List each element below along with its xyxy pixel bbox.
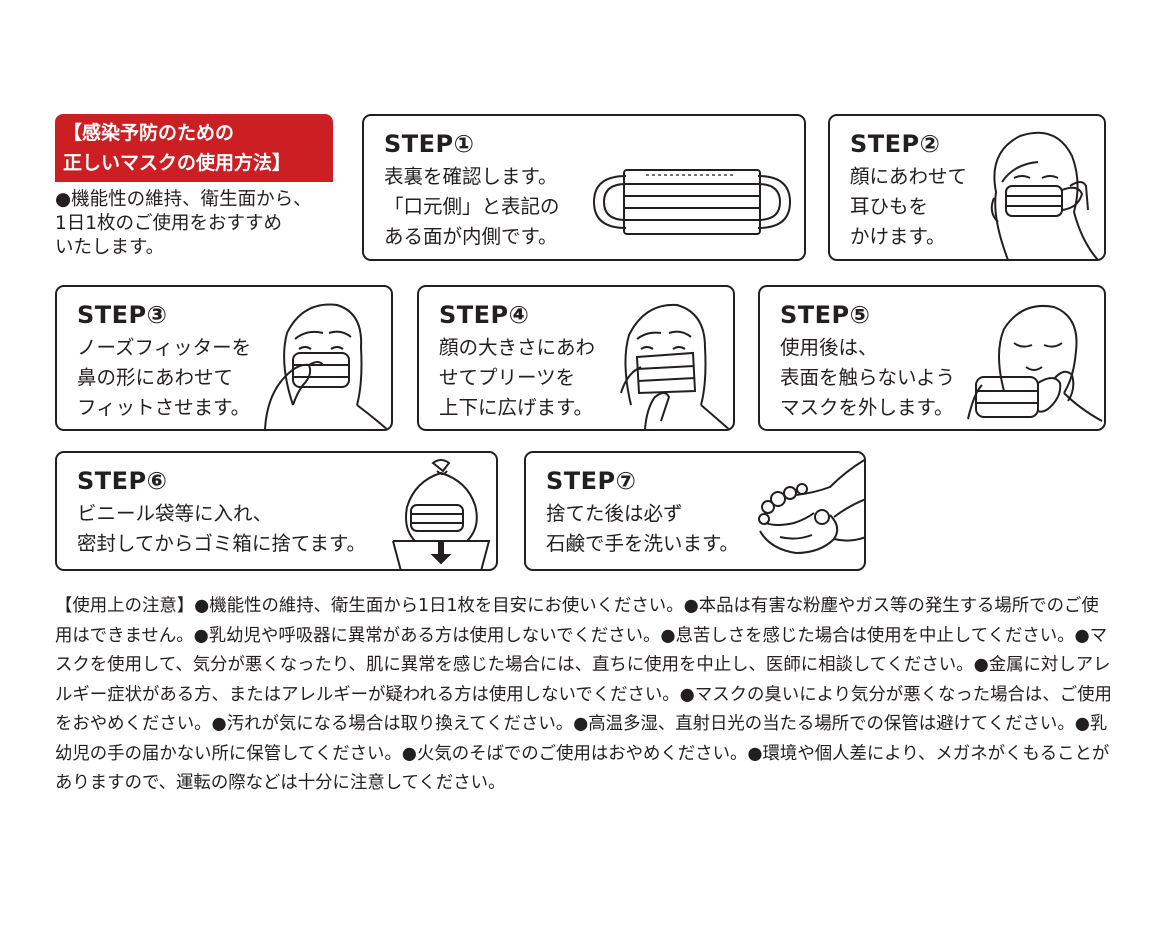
step-3-text: ノーズフィッターを 鼻の形にあわせて フィットさせます。 bbox=[77, 336, 252, 419]
step-5-card: STEP⑤ 使用後は、 表面を触らないよう マスクを外します。 bbox=[758, 285, 1106, 431]
step-1-card: STEP① 表裏を確認します。 「口元側」と表記の ある面が内側です。 bbox=[362, 114, 806, 261]
usage-notes: 【使用上の注意】●機能性の維持、衛生面から1日1枚を目安にお使いください。●本品… bbox=[55, 596, 1112, 793]
hand-wash-icon bbox=[750, 457, 864, 569]
step-3-card: STEP③ ノーズフィッターを 鼻の形にあわせて フィットさせます。 bbox=[55, 285, 393, 431]
step-6-label: STEP⑥ bbox=[77, 467, 168, 495]
mask-icon bbox=[586, 156, 796, 248]
step-7-label: STEP⑦ bbox=[546, 467, 637, 495]
page-title: 【感染予防のための 正しいマスクの使用方法】 bbox=[55, 114, 333, 182]
step-4-text: 顔の大きさにあわ せてプリーツを 上下に広げます。 bbox=[439, 336, 596, 419]
face-pleat-icon bbox=[615, 293, 733, 429]
step-7-text: 捨てた後は必ず 石鹸で手を洗います。 bbox=[546, 502, 740, 555]
step-3-label: STEP③ bbox=[77, 301, 168, 329]
step-2-label: STEP② bbox=[850, 130, 941, 158]
face-ear-loop-icon bbox=[978, 122, 1104, 259]
step-4-label: STEP④ bbox=[439, 301, 530, 329]
step-1-text: 表裏を確認します。 「口元側」と表記の ある面が内側です。 bbox=[384, 165, 560, 248]
step-2-text: 顔にあわせて 耳ひもを かけます。 bbox=[850, 165, 968, 248]
trash-bag-icon bbox=[385, 457, 496, 569]
step-4-card: STEP④ 顔の大きさにあわ せてプリーツを 上下に広げます。 bbox=[417, 285, 735, 431]
step-6-card: STEP⑥ ビニール袋等に入れ、 密封してからゴミ箱に捨てます。 bbox=[55, 451, 498, 571]
step-6-text: ビニール袋等に入れ、 密封してからゴミ箱に捨てます。 bbox=[77, 502, 366, 555]
step-5-label: STEP⑤ bbox=[780, 301, 871, 329]
step-1-label: STEP① bbox=[384, 130, 475, 158]
face-remove-icon bbox=[964, 293, 1104, 429]
step-7-card: STEP⑦ 捨てた後は必ず 石鹸で手を洗います。 bbox=[524, 451, 866, 571]
intro-text: ●機能性の維持、衛生面から、 1日1枚のご使用をおすすめ いたします。 bbox=[55, 189, 312, 258]
face-nose-fit-icon bbox=[253, 293, 391, 429]
step-2-card: STEP② 顔にあわせて 耳ひもを かけます。 bbox=[828, 114, 1106, 261]
step-5-text: 使用後は、 表面を触らないよう マスクを外します。 bbox=[780, 336, 956, 419]
